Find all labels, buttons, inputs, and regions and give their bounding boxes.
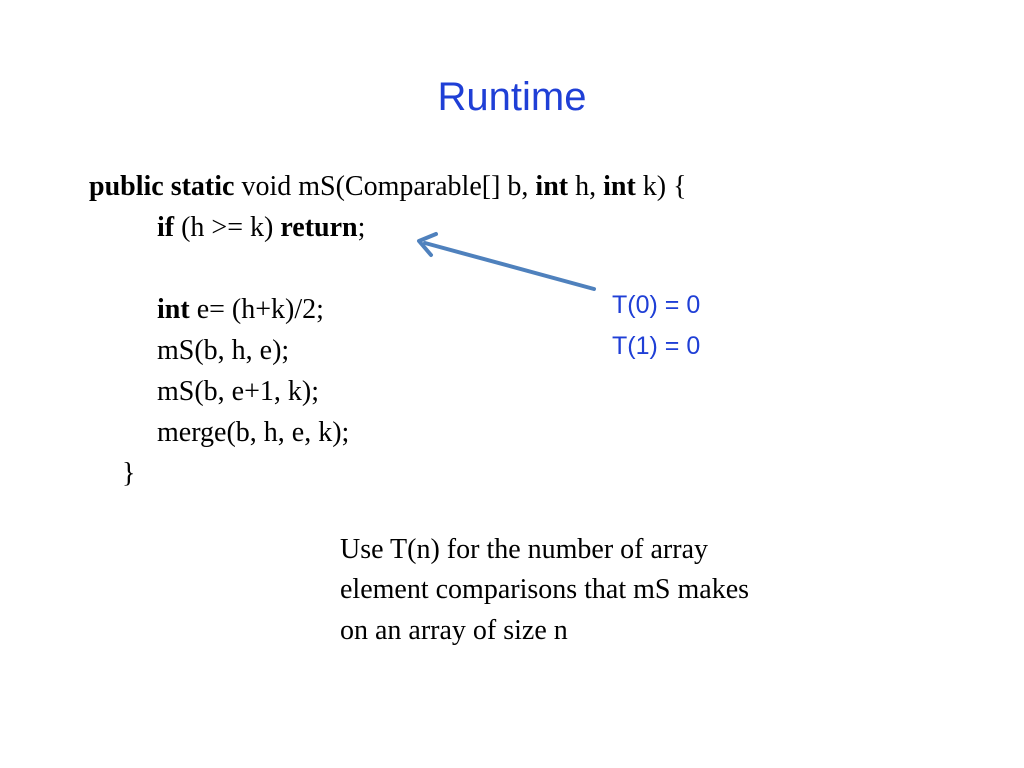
- code-line-base-case: if (h >= k) return;: [157, 211, 365, 245]
- code-text: (h >= k): [174, 212, 281, 243]
- code-line-closing-brace: }: [122, 458, 136, 489]
- slide-title: Runtime: [437, 75, 587, 119]
- code-line-merge: merge(b, h, e, k);: [157, 417, 350, 448]
- keyword-return: return: [280, 212, 358, 243]
- keyword-int: int: [603, 171, 636, 202]
- description-line-1: Use T(n) for the number of array: [340, 534, 709, 565]
- description-line-3: on an array of size n: [340, 615, 568, 646]
- code-text: ;: [357, 212, 366, 243]
- code-line-recursive-call-2: mS(b, e+1, k);: [157, 376, 319, 407]
- code-text: e= (h+k)/2;: [189, 294, 324, 325]
- code-text: h,: [568, 171, 604, 202]
- keyword-if: if: [157, 212, 175, 243]
- description-line-2: element comparisons that mS makes: [340, 574, 750, 605]
- code-text: void mS(Comparable[] b,: [234, 171, 536, 202]
- code-line-midpoint: int e= (h+k)/2;: [157, 293, 324, 327]
- code-text: k) {: [635, 171, 687, 202]
- keyword-int: int: [157, 294, 190, 325]
- keyword-int: int: [535, 171, 569, 202]
- keyword-public-static: public static: [89, 171, 235, 202]
- annotation-t1: T(1) = 0: [612, 332, 701, 360]
- code-line-signature: public static void mS(Comparable[] b, in…: [89, 170, 687, 204]
- annotation-t0: T(0) = 0: [612, 291, 701, 319]
- code-line-recursive-call-1: mS(b, h, e);: [157, 335, 290, 366]
